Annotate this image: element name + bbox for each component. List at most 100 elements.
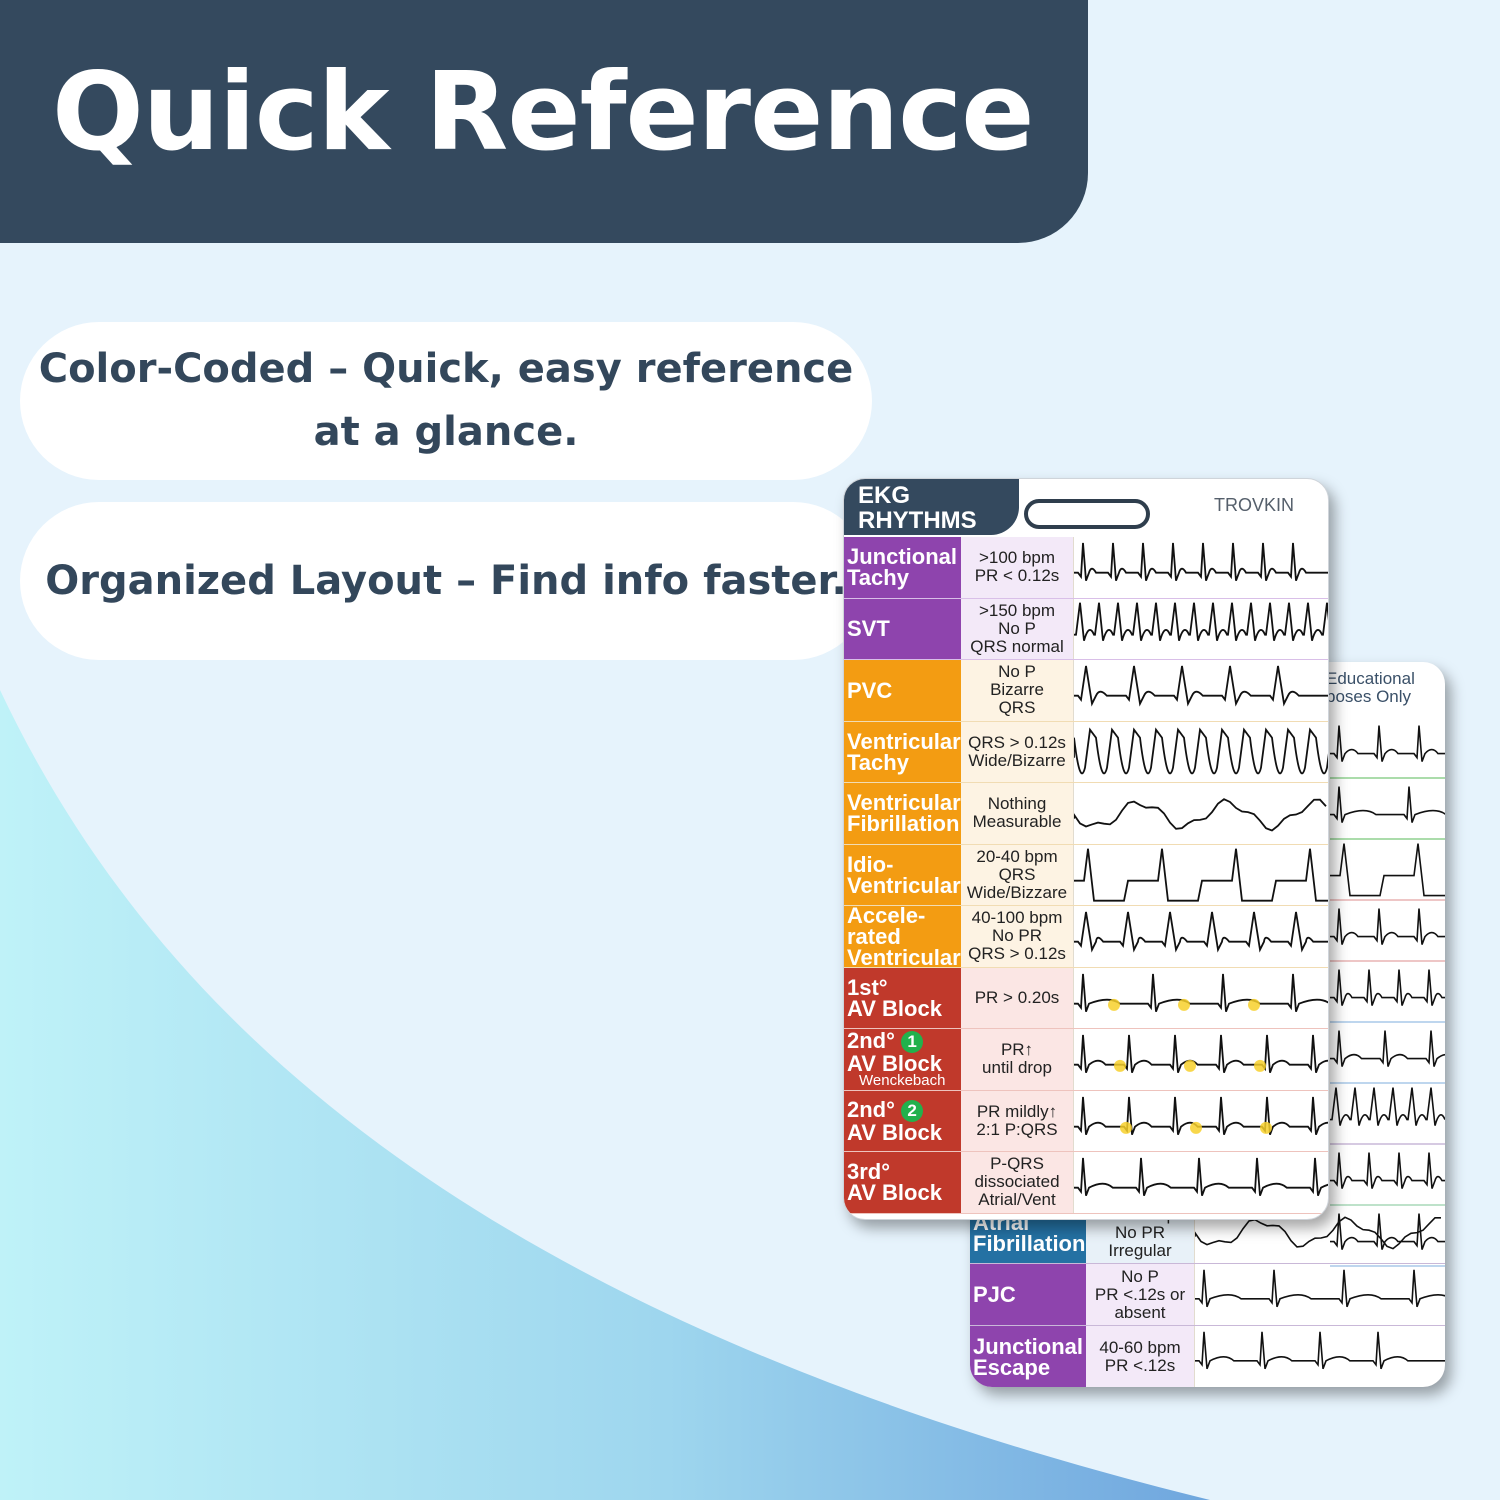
criteria-line: 20-40 bpm xyxy=(976,846,1058,866)
feature-text: Color-Coded – Quick, easy reference at a… xyxy=(38,346,854,455)
label-text: SVT xyxy=(847,616,890,642)
ekg-strip xyxy=(1074,1029,1328,1090)
type-badge: 1 xyxy=(901,1031,924,1054)
rhythm-label-line: 1st° xyxy=(847,976,961,998)
back-ekg-waveform xyxy=(1330,1213,1445,1267)
rhythm-label-line: rated xyxy=(847,925,961,947)
ekg-trace xyxy=(1074,798,1327,832)
criteria-line: P-QRS xyxy=(990,1154,1044,1174)
criteria-line: Irregular xyxy=(1108,1240,1172,1260)
rhythm-label-line: Escape xyxy=(973,1354,1051,1380)
ekg-strip xyxy=(1074,660,1328,721)
brand-name: TROVKIN xyxy=(1214,495,1295,515)
criteria-line: Atrial/Vent xyxy=(978,1190,1056,1210)
criteria-line: QRS xyxy=(998,864,1036,884)
rhythm-label: SVT xyxy=(844,598,961,659)
criteria-line: QRS > 0.12s xyxy=(968,944,1066,964)
back-ekg-waveform xyxy=(1330,786,1445,840)
rhythm-label-line: Accele- xyxy=(847,906,961,926)
ekg-trace xyxy=(1074,665,1328,707)
card-title: EKG RHYTHMS xyxy=(858,483,1018,533)
ekg-trace xyxy=(1074,1034,1328,1074)
ekg-trace xyxy=(1074,602,1328,641)
p-wave-highlight xyxy=(1260,1121,1272,1134)
label-text: Tachy xyxy=(847,565,909,591)
back-ekg-waveform xyxy=(1330,1152,1445,1206)
ekg-strip xyxy=(1074,968,1328,1029)
criteria-line: QRS > 0.12s xyxy=(968,732,1066,752)
criteria-line: Nothing xyxy=(987,794,1047,814)
criteria-line: PR > 0.20s xyxy=(974,987,1060,1007)
ekg-waveform xyxy=(1074,726,1328,774)
rhythm-label-line: Idio- xyxy=(847,853,961,875)
criteria-line: >150 bpm xyxy=(978,600,1056,620)
ekg-strip xyxy=(1074,537,1328,598)
rhythm-label-line: Ventricular xyxy=(847,874,961,896)
disclaimer-line: Educational xyxy=(1326,669,1415,688)
label-text: AV Block xyxy=(847,1051,942,1077)
criteria-line: Wide/Bizarre xyxy=(968,750,1066,770)
label-text: AV Block xyxy=(847,1119,942,1145)
rhythm-label-line: Junctional xyxy=(973,1333,1084,1359)
page-title: Quick Reference xyxy=(52,50,1034,175)
p-wave-highlight xyxy=(1178,998,1190,1011)
label-text: AV Block xyxy=(847,1180,942,1206)
ekg-strip xyxy=(1195,1202,1445,1263)
criteria-line: Wide/Bizzare xyxy=(966,882,1068,902)
ekg-trace xyxy=(1074,848,1328,902)
ekg-trace xyxy=(1074,1157,1328,1197)
back-ekg-waveform xyxy=(1330,1087,1445,1145)
criteria-line: until drop xyxy=(982,1058,1052,1078)
rhythm-label-line: Ventricular xyxy=(847,792,961,814)
rhythm-criteria: PR mildly↑2:1 P:QRS xyxy=(961,1090,1074,1151)
rhythm-label-line: Tachy xyxy=(847,751,961,773)
ekg-strip xyxy=(1074,906,1328,967)
rhythm-label: 1st°AV Block xyxy=(844,967,961,1028)
label-text: Junctional xyxy=(847,544,958,570)
rhythm-label: PVC xyxy=(844,660,961,721)
criteria-line: QRS xyxy=(998,698,1036,718)
ekg-strip xyxy=(1074,845,1328,906)
disclaimer-text: Educational poses Only xyxy=(1326,670,1444,706)
ekg-strip xyxy=(1074,722,1328,783)
ekg-waveform xyxy=(1074,1157,1328,1197)
p-wave-highlight xyxy=(1184,1059,1196,1072)
criteria-line: PR↑ xyxy=(1000,1040,1034,1060)
ekg-strip xyxy=(1074,1091,1328,1152)
criteria-line: Measurable xyxy=(972,812,1062,832)
rhythm-label-line: Ventricular xyxy=(847,946,961,966)
ekg-trace xyxy=(1074,1096,1328,1135)
ekg-trace xyxy=(1074,542,1328,582)
rhythm-label-line: AV Block xyxy=(847,1051,961,1077)
label-text: 3rd° xyxy=(847,1159,891,1185)
p-wave-highlight xyxy=(1190,1121,1202,1134)
feature-pill-organized: Organized Layout – Find info faster. xyxy=(20,502,872,660)
rhythm-label-line: 2nd° 1 xyxy=(847,1030,961,1054)
criteria-line: No P xyxy=(998,618,1036,638)
rhythm-label-line: AV Block xyxy=(847,997,961,1019)
p-wave-highlight xyxy=(1254,1059,1266,1072)
back-ekg-waveform xyxy=(1330,725,1445,779)
card-title-tab: EKG RHYTHMS xyxy=(844,479,1019,535)
ekg-waveform xyxy=(1074,973,1328,1012)
lanyard-slot xyxy=(1024,499,1150,529)
ekg-strip xyxy=(1195,1264,1445,1325)
feature-pill-color-coded: Color-Coded – Quick, easy reference at a… xyxy=(20,322,872,480)
criteria-line: QRS normal xyxy=(970,636,1064,656)
criteria-line: No P xyxy=(1121,1266,1159,1286)
